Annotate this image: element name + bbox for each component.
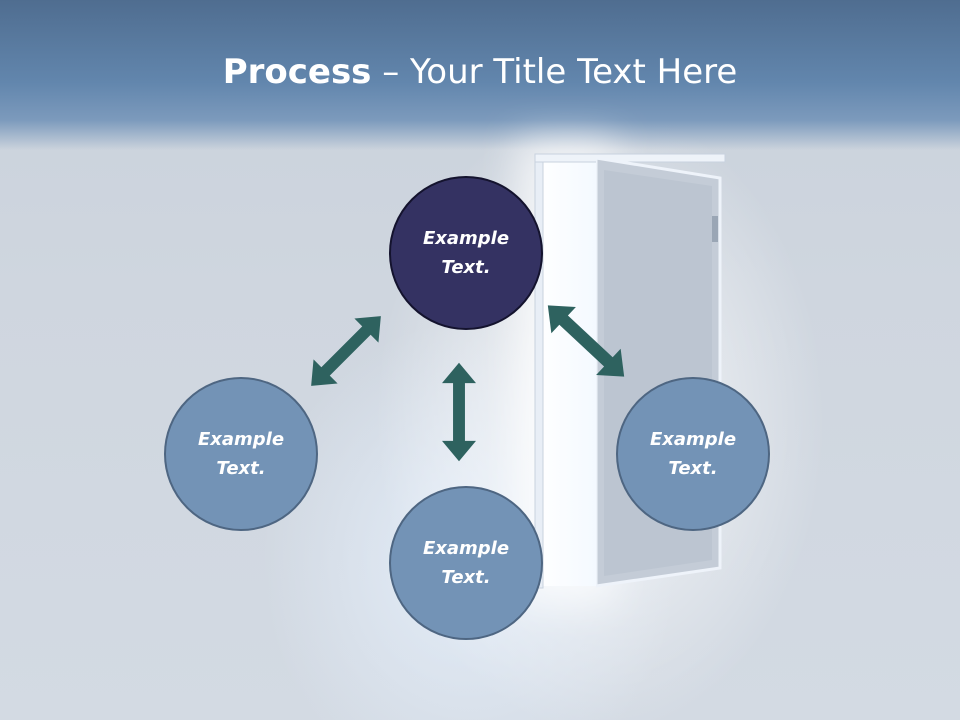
title-bold: Process xyxy=(222,52,372,92)
process-node-left[interactable]: Example Text. xyxy=(164,377,318,531)
door-light xyxy=(536,158,596,586)
node-text-line2: Text. xyxy=(668,458,718,479)
node-text-line1: Example xyxy=(422,538,510,559)
node-text-line2: Text. xyxy=(216,458,266,479)
double-arrow-left-icon xyxy=(299,304,393,398)
node-text-line1: Example xyxy=(649,429,737,450)
title-bar xyxy=(0,0,960,150)
title-rest: – Your Title Text Here xyxy=(371,52,738,92)
node-text-line2: Text. xyxy=(441,567,491,588)
double-arrow-right-icon xyxy=(535,292,637,390)
process-node-top[interactable]: Example Text. xyxy=(389,176,543,330)
node-text-line1: Example xyxy=(422,228,510,249)
node-text-line1: Example xyxy=(197,429,285,450)
process-node-bottom[interactable]: Example Text. xyxy=(389,486,543,640)
double-arrow-vertical-icon xyxy=(442,362,476,462)
slide-title[interactable]: Process – Your Title Text Here xyxy=(0,52,960,92)
process-node-right[interactable]: Example Text. xyxy=(616,377,770,531)
node-text-line2: Text. xyxy=(441,257,491,278)
